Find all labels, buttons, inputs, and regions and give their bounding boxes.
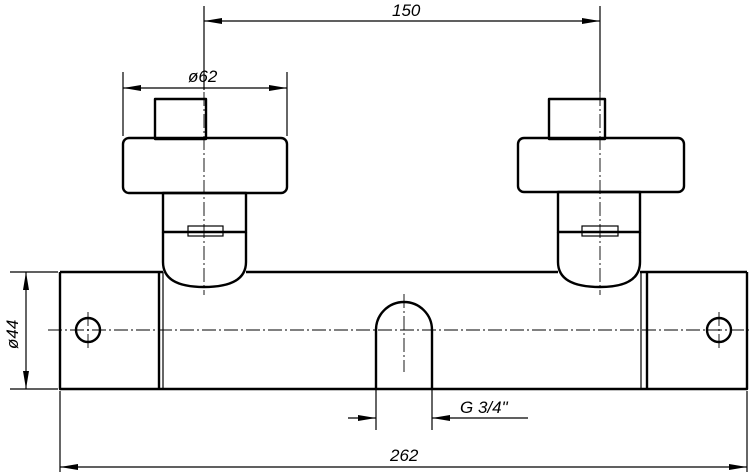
left-stem-notch (187, 225, 224, 237)
right-stem (556, 190, 642, 234)
left-spindle (153, 97, 208, 141)
center-lines (48, 92, 750, 372)
handle-spacing-label: 150 (392, 1, 421, 20)
right-knob (516, 136, 686, 194)
left-stem (161, 191, 248, 234)
right-handle-assembly (516, 97, 686, 289)
dimension-knob-diameter: ø62 (122, 67, 288, 136)
body-outline (58, 270, 749, 391)
thread-label: G 3/4" (460, 398, 509, 417)
left-neck (161, 232, 248, 289)
dimension-body-diameter: ø44 (3, 271, 58, 390)
outlet-connector (374, 300, 434, 389)
dimension-overall-length: 262 (59, 391, 748, 472)
valve-body (58, 270, 749, 391)
dimension-handle-spacing: 150 (203, 1, 601, 92)
left-knob (121, 136, 289, 195)
right-spindle (547, 97, 607, 141)
knob-diameter-label: ø62 (188, 67, 218, 86)
overall-length-label: 262 (389, 446, 419, 465)
body-diameter-label: ø44 (3, 320, 22, 349)
dimension-thread: G 3/4" (348, 389, 528, 430)
left-handle-assembly (121, 97, 289, 289)
right-neck (556, 232, 642, 289)
arrow-right (582, 18, 600, 24)
arrow-left (204, 18, 222, 24)
